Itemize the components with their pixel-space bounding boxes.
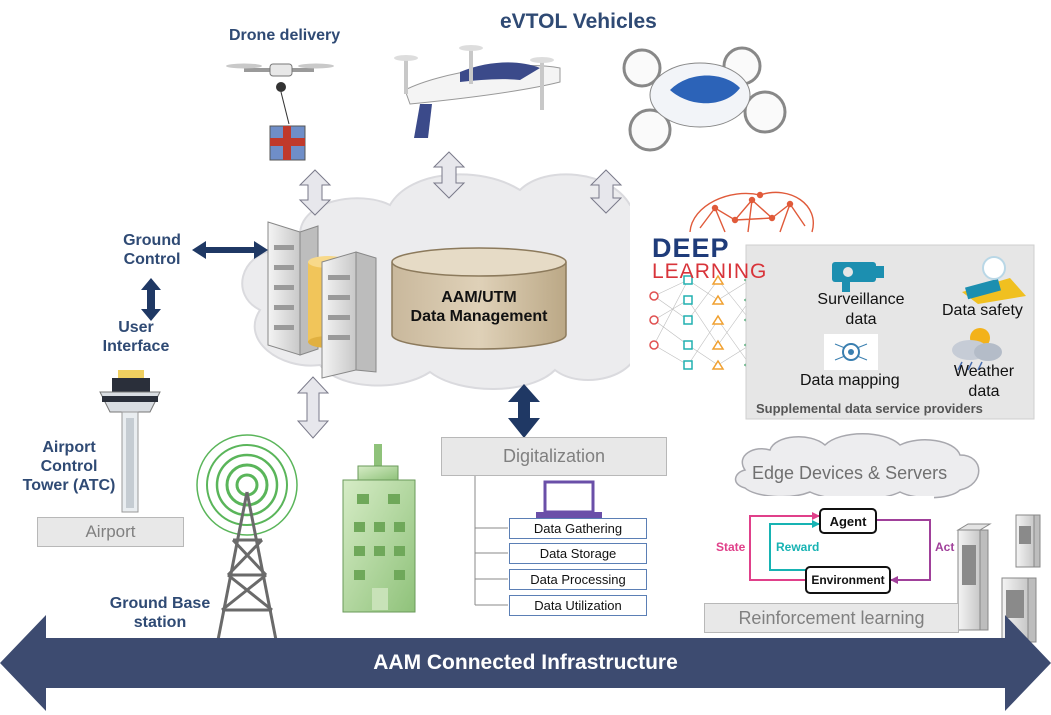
infrastructure-arrow [0, 615, 1051, 711]
arrow-ground-control-to-user-interface [141, 278, 161, 321]
evtol-aircraft-icon [394, 45, 561, 138]
data-management-cylinder [391, 247, 567, 350]
rl-loop [705, 496, 934, 598]
label-action: Act [935, 540, 955, 554]
arrow-cloud-to-digitalization [508, 384, 540, 438]
label-data-safety: Data safety [942, 302, 1023, 319]
control-tower-icon [99, 370, 161, 513]
data-step-utilization: Data Utilization [509, 595, 647, 616]
arrow-drone-to-cloud [298, 169, 332, 216]
label-supplemental: Supplemental data service providers [756, 401, 983, 416]
label-environment: Environment [811, 573, 885, 587]
brain-network-icon [689, 191, 814, 233]
label-agent: Agent [829, 514, 867, 529]
label-drone-delivery: Drone delivery [229, 27, 341, 44]
label-data-mapping: Data mapping [800, 372, 900, 389]
environment-box [805, 566, 891, 594]
office-building-icon [342, 444, 416, 613]
arrow-cloud-to-tower [296, 376, 330, 439]
data-step-gathering: Data Gathering [509, 518, 647, 539]
label-edge-devices: Edge Devices & Servers [752, 463, 948, 483]
label-deep-learning: DEEP LEARNING [652, 233, 768, 284]
agent-box [819, 508, 877, 534]
arrow-pod-to-cloud [589, 169, 623, 214]
digitalization-box: Digitalization [441, 437, 667, 476]
data-step-processing: Data Processing [509, 569, 647, 590]
arrow-evtol-to-cloud [432, 151, 466, 199]
airport-box: Airport [37, 517, 184, 547]
data-step-storage: Data Storage [509, 543, 647, 564]
arrow-ground-control-to-cloud [192, 241, 268, 259]
drone-icon [226, 63, 334, 161]
weather-icon [952, 328, 1002, 371]
laptop-icon [536, 480, 602, 518]
label-infrastructure: AAM Connected Infrastructure [373, 651, 678, 674]
reinforcement-learning-box: Reinforcement learning [704, 603, 959, 633]
radio-tower-structure [216, 491, 278, 641]
edge-server-2-icon [1015, 514, 1041, 568]
label-reward: Reward [776, 540, 820, 554]
data-mapping-icon [824, 334, 878, 370]
quad-rotor-pod-icon [622, 46, 787, 152]
label-evtol-vehicles: eVTOL Vehicles [500, 10, 657, 33]
server-rack-right-icon [321, 251, 377, 379]
radio-tower-icon [196, 434, 298, 536]
data-safety-icon [962, 256, 1026, 304]
surveillance-camera-icon [832, 262, 884, 292]
digitalization-tree [474, 476, 508, 606]
edge-server-1-icon [956, 523, 992, 631]
label-state: State [716, 540, 746, 554]
